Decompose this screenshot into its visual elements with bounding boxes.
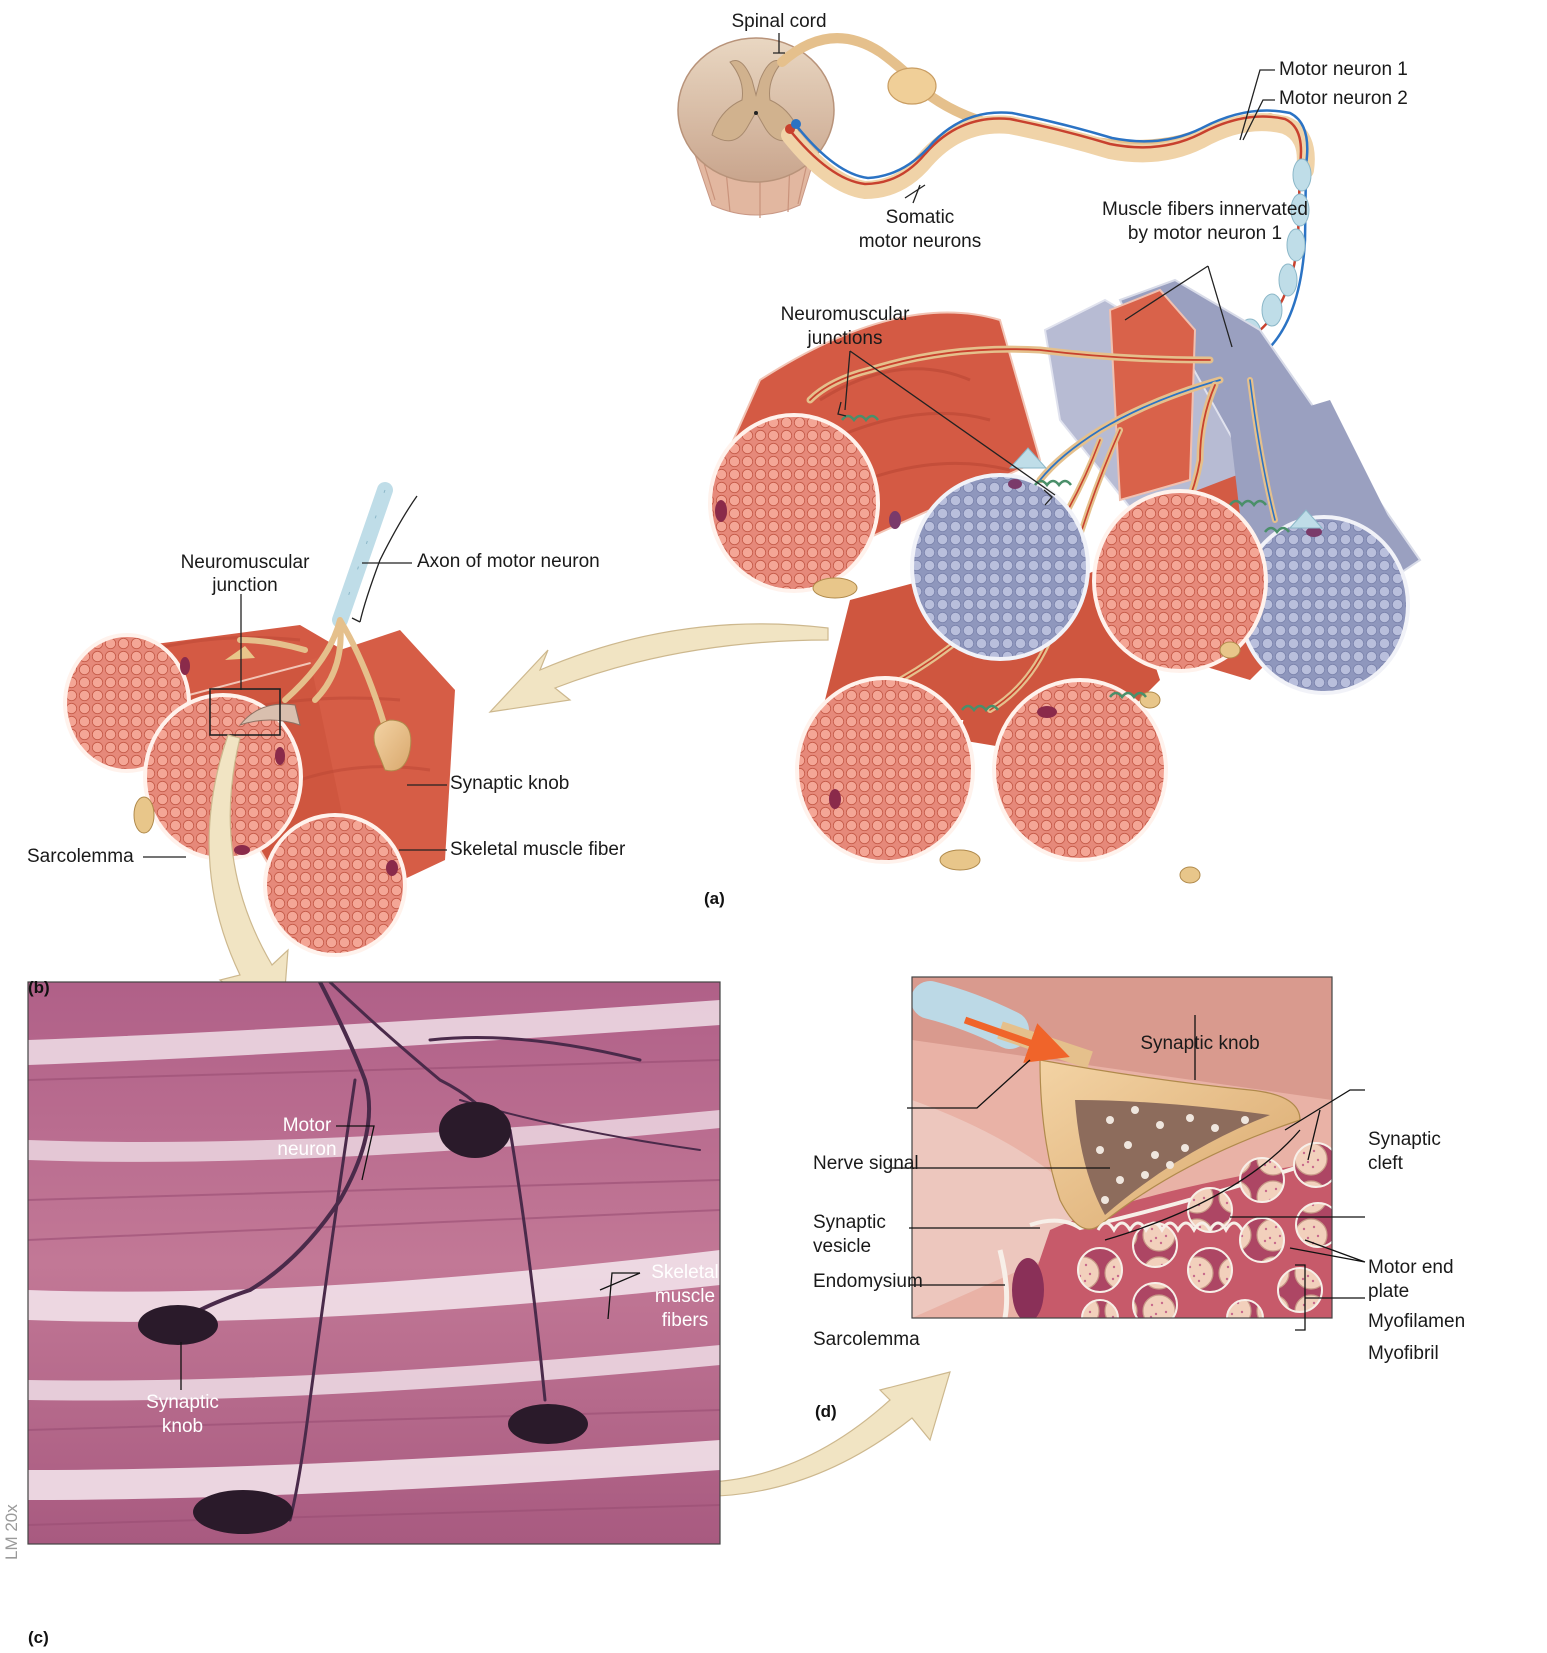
label-synaptic-cleft-l1: Synaptic	[1368, 1128, 1441, 1152]
panel-d-illustration	[912, 977, 1340, 1336]
label-myofilament: Myofilamen	[1368, 1310, 1465, 1334]
arrow-a-to-b	[490, 624, 828, 712]
label-innervated-l1: Muscle fibers innervated	[1080, 198, 1330, 222]
label-vesicle-l1: Synaptic	[813, 1211, 886, 1235]
label-synaptic-knob-d: Synaptic knob	[1125, 1032, 1275, 1056]
label-innervated-l2: by motor neuron 1	[1080, 222, 1330, 246]
label-nmj-a-l2: junctions	[760, 327, 930, 351]
label-synaptic-knob-c-l2: knob	[135, 1415, 230, 1439]
dorsal-root-ganglion	[888, 68, 936, 104]
label-myofibril: Myofibril	[1368, 1342, 1439, 1366]
label-nerve-signal: Nerve signal	[813, 1152, 919, 1176]
label-nmj-b-l2: junction	[165, 574, 325, 598]
myelin-sheath-a	[1239, 159, 1311, 349]
label-skeletal-c-l1: Skeletal	[640, 1261, 730, 1285]
panel-b-id: (b)	[28, 978, 50, 998]
label-motor-neuron-1: Motor neuron 1	[1279, 58, 1408, 82]
panel-a-id: (a)	[704, 889, 725, 909]
label-endomysium: Endomysium	[813, 1270, 923, 1294]
label-skeletal-muscle-fiber: Skeletal muscle fiber	[450, 838, 625, 862]
label-magnification: LM 20x	[2, 1480, 22, 1560]
label-synaptic-cleft-l2: cleft	[1368, 1152, 1403, 1176]
panel-d-id: (d)	[815, 1402, 837, 1422]
label-synaptic-knob-b: Synaptic knob	[450, 772, 569, 796]
label-axon-of-motor-neuron: Axon of motor neuron	[417, 550, 600, 574]
label-skeletal-c-l3: fibers	[640, 1309, 730, 1333]
panel-c-id: (c)	[28, 1628, 49, 1648]
label-sarcolemma-b: Sarcolemma	[27, 845, 134, 869]
label-spinal-cord: Spinal cord	[704, 10, 854, 34]
label-motor-neuron-2: Motor neuron 2	[1279, 87, 1408, 111]
label-motor-end-plate-l2: plate	[1368, 1280, 1409, 1304]
label-sarcolemma-d: Sarcolemma	[813, 1328, 920, 1352]
label-motor-neuron-c-l2: neuron	[262, 1138, 352, 1162]
label-motor-end-plate-l1: Motor end	[1368, 1256, 1454, 1280]
spinal-cord-drawing	[678, 38, 834, 218]
label-nmj-b-l1: Neuromuscular	[165, 551, 325, 575]
panel-a-illustration	[678, 33, 1420, 883]
label-skeletal-c-l2: muscle	[640, 1285, 730, 1309]
label-motor-neuron-c-l1: Motor	[262, 1114, 352, 1138]
panel-c-micrograph	[28, 982, 720, 1544]
label-synaptic-knob-c-l1: Synaptic	[135, 1391, 230, 1415]
label-somatic-l2: motor neurons	[840, 230, 1000, 254]
label-vesicle-l2: vesicle	[813, 1235, 871, 1259]
label-nmj-a-l1: Neuromuscular	[760, 303, 930, 327]
label-somatic-l1: Somatic	[840, 206, 1000, 230]
nerve-trunk	[790, 122, 1306, 190]
